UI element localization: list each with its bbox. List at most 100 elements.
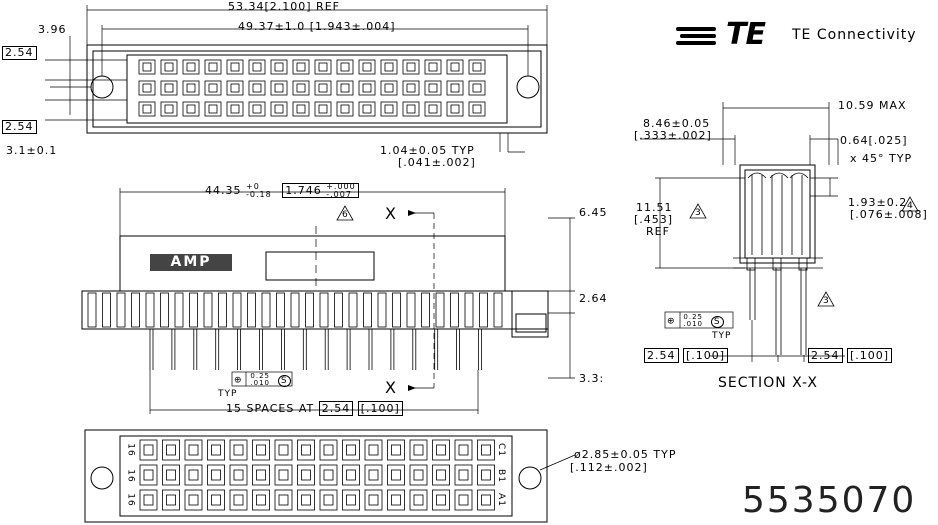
top-contact-pin [362, 83, 372, 93]
front-fin [102, 292, 111, 328]
bottom-contact-pad [278, 469, 289, 481]
bottom-contact-cell [207, 489, 225, 511]
tail-length-dim: 3.3: [579, 372, 605, 385]
bottom-contact-cell [342, 439, 360, 461]
bottom-contact-cell [432, 439, 450, 461]
front-fin [116, 292, 126, 328]
bottom-contact-cell [274, 439, 293, 461]
top-contact-cell [270, 80, 288, 96]
top-contact-pin [296, 83, 306, 93]
front-fin [87, 292, 97, 328]
bottom-contact-pad [256, 469, 266, 481]
top-contact-cell [358, 59, 376, 75]
top-contact-pin [428, 83, 438, 93]
top-contact-cell [314, 80, 332, 96]
spacing-prefix: 15 SPACES AT [226, 402, 315, 415]
front-fin [145, 292, 155, 328]
section-title: SECTION X-X [718, 375, 818, 391]
top-contact-cell [424, 101, 442, 117]
top-contact-pin [362, 104, 372, 114]
front-position-tolerance: ⊕ 0.25 .010 S [234, 373, 291, 387]
top-contact-cell [424, 59, 442, 75]
top-contact-pin [450, 62, 460, 72]
chamfer-line-2: x 45° TYP [850, 152, 913, 165]
top-contact-pin [340, 104, 350, 114]
bottom-contact-pad [323, 444, 334, 456]
bottom-contact-cell [364, 439, 383, 461]
top-contact-cell [160, 59, 178, 75]
amp-logo: AMP [150, 254, 232, 271]
top-contact-cell [138, 101, 156, 117]
bottom-contact-cell [364, 464, 383, 486]
top-contact-pin [340, 62, 350, 72]
top-contact-pin [252, 62, 262, 72]
bottom-contact-pad [458, 469, 469, 481]
top-contact-cell [468, 59, 486, 75]
bottom-contact-pad [436, 444, 446, 456]
top-contact-pin [362, 62, 372, 72]
tolerance-frames [231, 311, 734, 387]
bottom-contact-cell [297, 489, 315, 511]
bottom-contact-cell [229, 439, 248, 461]
top-contact-cell [468, 80, 486, 96]
top-contact-cell [182, 101, 200, 117]
top-contact-cell [182, 59, 200, 75]
top-contact-cell [402, 59, 420, 75]
hole-dia-line-1: ø2.85±0.05 TYP [574, 448, 677, 461]
bottom-contact-cell [252, 439, 270, 461]
front-fin [493, 292, 503, 328]
front-fin [218, 292, 227, 328]
front-fin [174, 292, 184, 328]
bottom-contact-pad [346, 494, 356, 506]
pitch-left-dim: 2.54 [.100] [644, 348, 729, 363]
spacing-mm: 2.54 [318, 401, 354, 416]
top-contact-cell [358, 80, 376, 96]
section-position-tolerance: ⊕ 0.25 .010 S [667, 314, 724, 328]
top-contact-pin [208, 83, 218, 93]
bottom-contact-pad [233, 494, 244, 506]
bottom-contact-cell [297, 464, 315, 486]
note-4-label: 4 [907, 201, 913, 211]
top-contact-pin [164, 83, 174, 93]
bottom-contact-cell [229, 464, 248, 486]
top-contact-pin [274, 62, 284, 72]
bottom-contact-pad [143, 494, 154, 506]
top-contact-cell [248, 59, 266, 75]
top-contact-pin [296, 104, 306, 114]
position-symbol-icon: ⊕ [234, 375, 243, 386]
top-contact-cell [204, 80, 222, 96]
top-view-dimensions [45, 5, 548, 153]
top-contact-cell [226, 101, 244, 117]
bottom-contact-cell [252, 489, 270, 511]
bottom-contact-cell [454, 439, 473, 461]
bottom-contact-cell [184, 489, 203, 511]
top-contact-cell [248, 101, 266, 117]
top-contact-pin [296, 62, 306, 72]
top-contact-pin [252, 83, 262, 93]
front-fin [290, 292, 300, 328]
bottom-contact-pad [188, 444, 199, 456]
bottom-contact-cell [252, 464, 270, 486]
front-fin [348, 292, 358, 328]
bottom-contact-cell [432, 489, 450, 511]
right-label-3: A1 [495, 493, 506, 507]
top-contact-pin [142, 62, 152, 72]
hole-dia-line-2: [.112±.002] [570, 461, 648, 474]
top-contact-pin [186, 83, 196, 93]
bottom-contact-pad [256, 494, 266, 506]
pitch-left-inch: [.100] [683, 348, 729, 363]
flange-thickness-dim-1: 1.04±0.05 TYP [380, 144, 475, 157]
section-tol-inch: .010 [683, 320, 704, 328]
top-contact-cell [292, 101, 310, 117]
bottom-contact-cell [184, 464, 203, 486]
bottom-contact-pad [346, 444, 356, 456]
top-contact-pin [230, 62, 240, 72]
top-contact-pin [142, 83, 152, 93]
bottom-contact-pad [481, 444, 491, 456]
top-contact-pin [472, 104, 482, 114]
bottom-contact-cell [207, 439, 225, 461]
top-contact-cell [248, 80, 266, 96]
top-contact-pin [472, 62, 482, 72]
top-contact-cell [336, 59, 354, 75]
bottom-contact-cell [139, 439, 158, 461]
